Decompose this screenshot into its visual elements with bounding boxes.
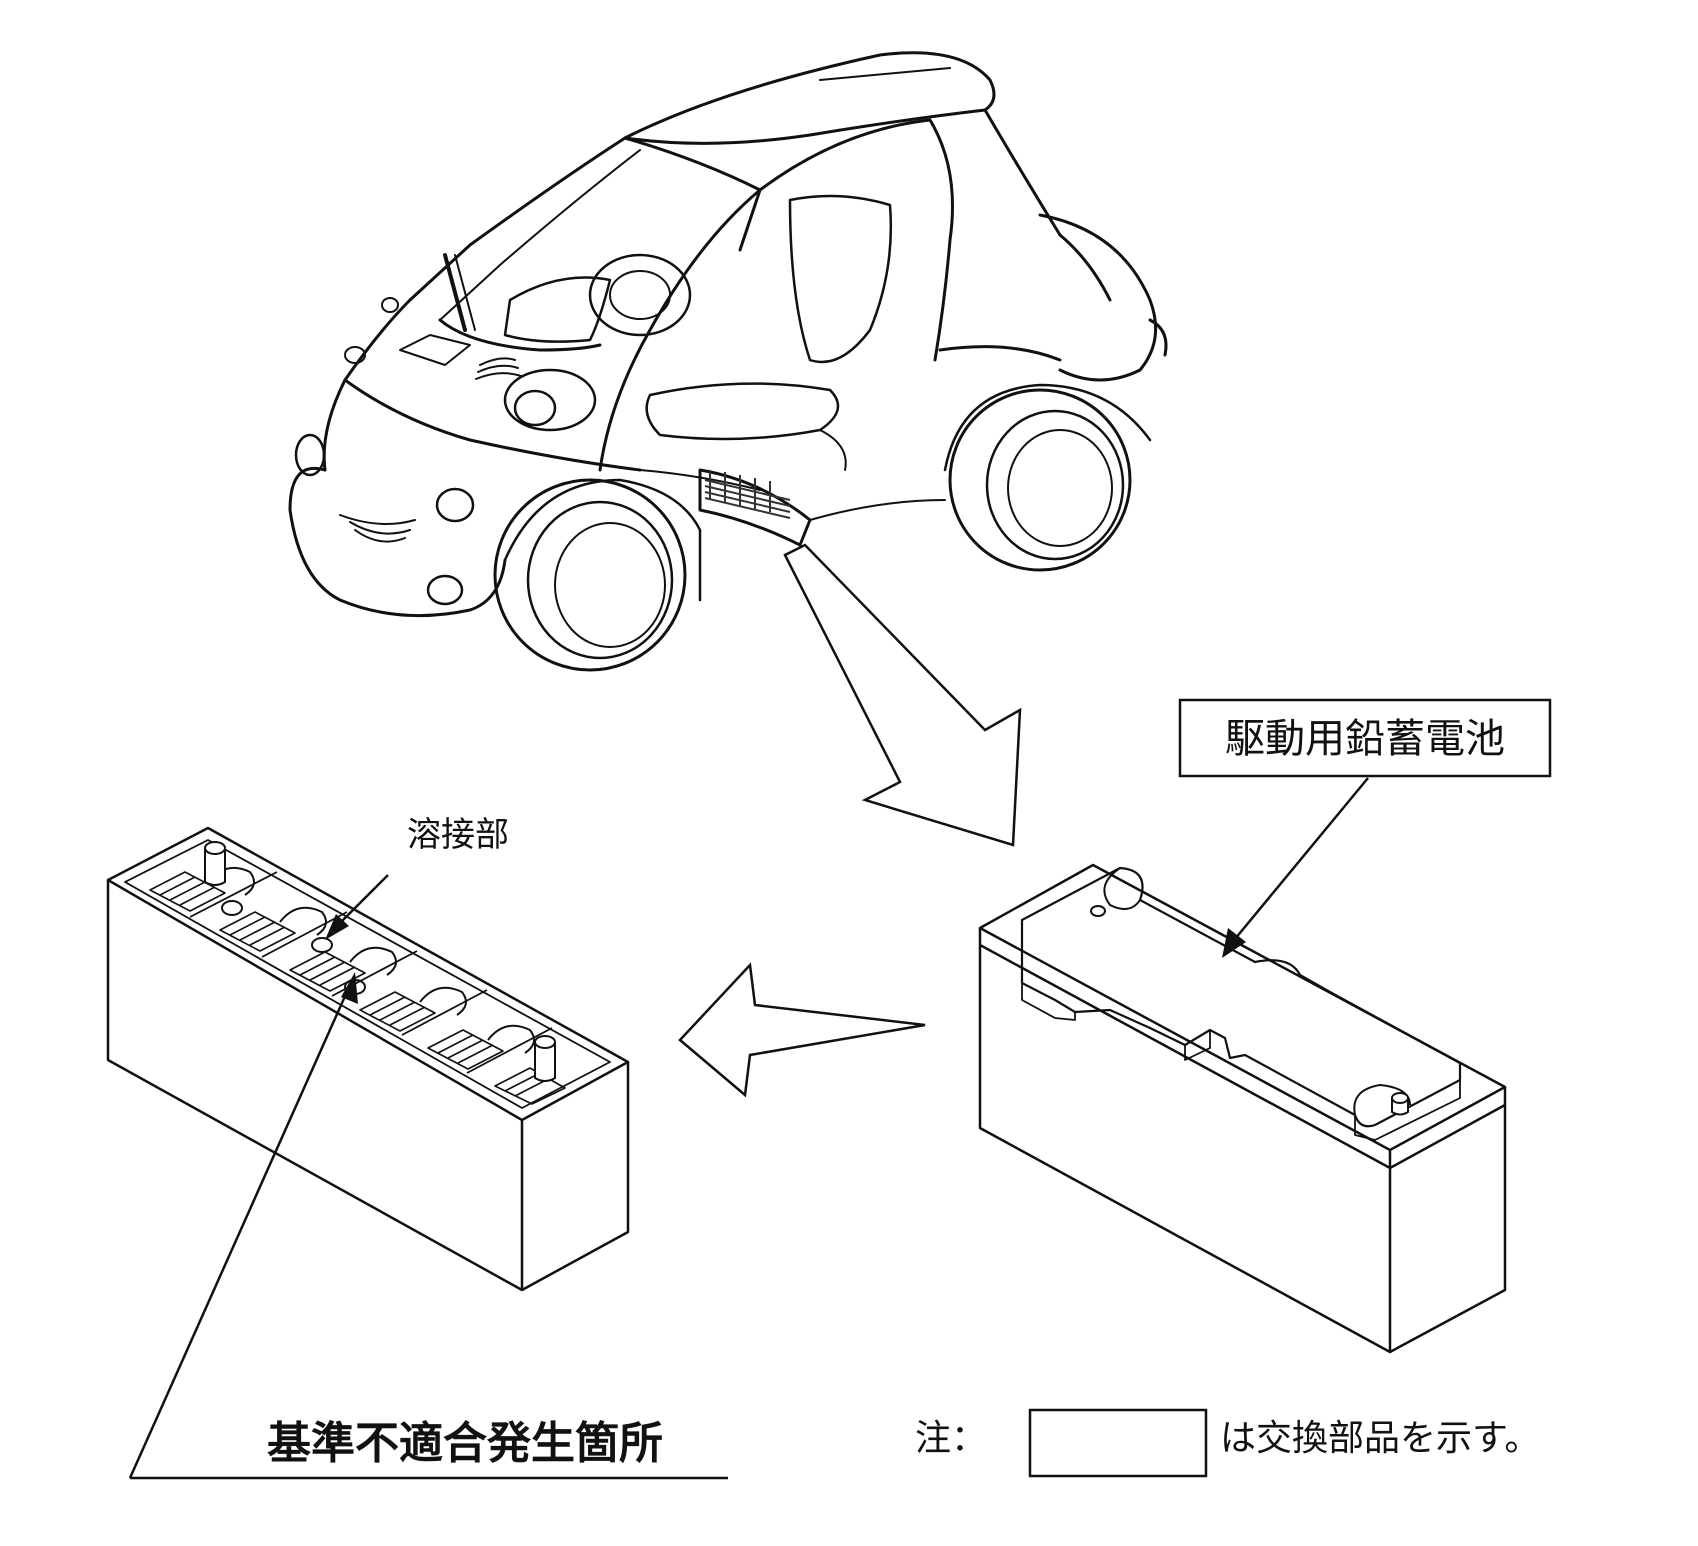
left-arrow [678,962,926,1098]
weld-leader-arrowhead [325,914,349,940]
nonconformity-leader-arrowhead [341,972,358,1004]
note-legend-box [1028,1408,1208,1478]
replacement-part-label-box [1178,698,1552,778]
battery-leader-arrowhead [1222,928,1246,958]
weld-part-label: 溶接部 [407,815,509,855]
note-suffix: は交換部品を示す。 [1220,1418,1540,1459]
battery-location-hatching [704,470,791,519]
vehicle-drawing [288,51,1168,672]
weld-leader-line [334,874,389,929]
battery-name-label: 駆動用鉛蓄電池 [1225,716,1505,762]
lead-acid-battery-drawing [978,863,1507,1354]
open-battery-drawing [106,826,630,1292]
note-prefix: 注： [915,1418,987,1459]
down-arrow [783,543,1022,847]
nonconformity-location-label: 基準不適合発生箇所 [267,1418,663,1469]
battery-leader-line [1229,777,1369,946]
nonconformity-leader-line [128,984,352,1479]
